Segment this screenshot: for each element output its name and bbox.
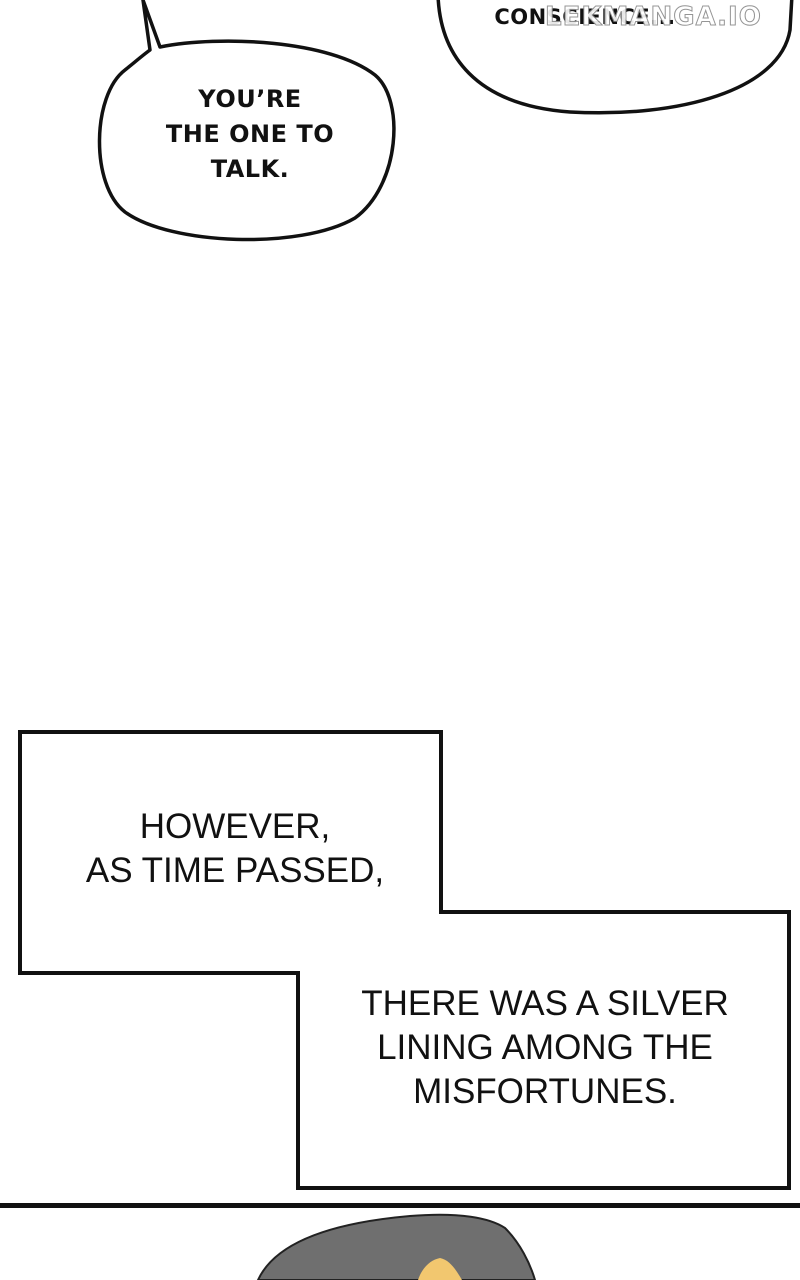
watermark: LEKMANGA.IO xyxy=(545,2,762,33)
character-hair xyxy=(256,1213,537,1280)
left-bubble-line-2: THE ONE TO xyxy=(165,120,335,148)
caption-second-line-3: MISFORTUNES. xyxy=(413,1072,677,1111)
top-right-bubble-text: CONSCIENCE... xyxy=(494,5,676,29)
caption-boxes-layer xyxy=(18,730,791,1190)
caption-first-text: HOWEVER, AS TIME PASSED, xyxy=(60,805,410,893)
caption-second-line-2: LINING AMONG THE xyxy=(377,1028,713,1067)
panel-border xyxy=(0,1203,800,1208)
left-bubble-line-3: TALK. xyxy=(210,155,290,183)
left-bubble-line-1: YOU’RE xyxy=(198,85,302,113)
caption-second-line-1: THERE WAS A SILVER xyxy=(361,984,729,1023)
speech-bubbles-layer xyxy=(97,0,794,242)
character-skin xyxy=(418,1258,462,1280)
left-speech-bubble xyxy=(97,0,396,242)
top-right-speech-bubble xyxy=(436,0,794,115)
caption-box-first xyxy=(18,730,791,1190)
character-head-art xyxy=(256,1213,537,1280)
caption-first-line-2: AS TIME PASSED, xyxy=(85,851,385,890)
caption-first-line-1: HOWEVER, xyxy=(139,807,331,846)
left-bubble-text: YOU’RE THE ONE TO TALK. xyxy=(140,82,360,187)
caption-second-text: THERE WAS A SILVER LINING AMONG THE MISF… xyxy=(330,982,760,1114)
